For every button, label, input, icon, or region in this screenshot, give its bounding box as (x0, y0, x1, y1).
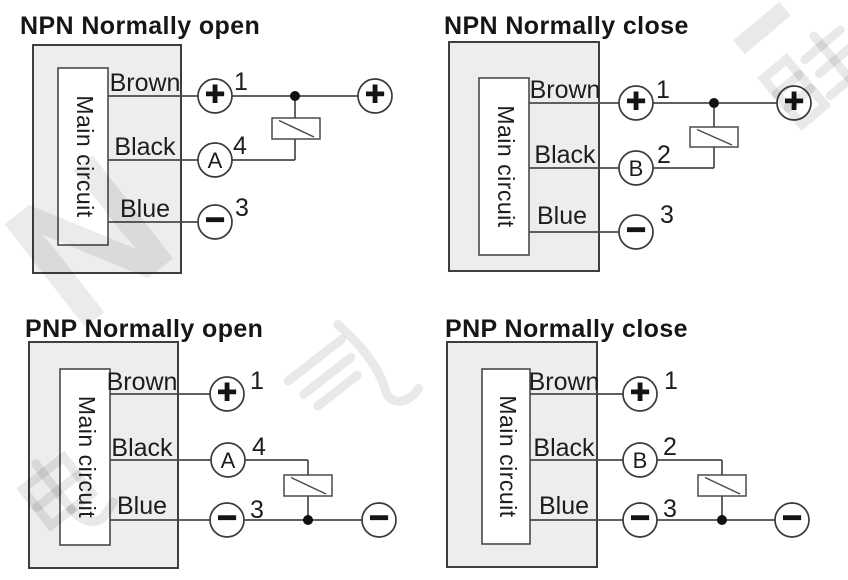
terminal-circle-output (622, 442, 658, 478)
junction-dot (290, 91, 300, 101)
pin-number-2: 2 (663, 433, 677, 461)
terminal-symbol-output: A (221, 448, 236, 473)
terminal-symbol-output: A (208, 148, 223, 173)
pin-number-1: 1 (656, 76, 670, 104)
wire-label-black: Black (111, 434, 173, 462)
main-circuit-label: Main circuit (493, 105, 519, 227)
pin-number-4: 4 (233, 132, 247, 160)
diagram-title: PNP Normally open (25, 315, 263, 343)
terminal-symbol-plus: + (217, 373, 237, 411)
wire-label-blue: Blue (539, 492, 589, 520)
pin-number-1: 1 (234, 68, 248, 96)
diagram-npn-normally-close: NPN Normally close Main circuit Brown Bl… (444, 12, 812, 272)
supply-terminal-symbol: + (784, 82, 804, 120)
terminal-symbol-plus: + (626, 82, 646, 120)
terminal-circle-minus (209, 502, 245, 538)
terminal-symbol-output: B (633, 448, 648, 473)
watermark-stroke-bar (733, 1, 791, 55)
main-circuit-label: Main circuit (74, 396, 100, 518)
main-circuit-box (57, 67, 109, 246)
terminal-circle-output (210, 442, 246, 478)
diagram-title: NPN Normally open (20, 12, 260, 40)
terminal-circle-minus (197, 204, 233, 240)
supply-terminal-symbol: + (365, 75, 385, 113)
wire-label-brown: Brown (530, 76, 601, 104)
pin-number-3: 3 (235, 194, 249, 222)
supply-terminal-circle (774, 502, 810, 538)
pin-number-4: 4 (252, 433, 266, 461)
terminal-circle-plus (209, 376, 245, 412)
terminal-symbol-output: B (629, 156, 644, 181)
wire-label-black: Black (533, 434, 595, 462)
diagram-pnp-normally-close: PNP Normally close Main circuit Brown Bl… (445, 315, 810, 568)
terminal-symbol-minus: − (205, 201, 225, 239)
pin-number-2: 2 (657, 141, 671, 169)
wire-label-brown: Brown (529, 368, 600, 396)
pin-number-1: 1 (250, 367, 264, 395)
wire-label-black: Black (534, 141, 596, 169)
supply-terminal-circle (776, 85, 812, 121)
wire-label-brown: Brown (107, 368, 178, 396)
main-circuit-box (59, 368, 111, 546)
terminal-symbol-plus: + (205, 75, 225, 113)
wire-label-blue: Blue (537, 202, 587, 230)
main-circuit-box (478, 77, 530, 256)
diagram-npn-normally-open: NPN Normally open Main circuit Brown Bla… (20, 12, 393, 274)
terminal-symbol-plus: + (630, 373, 650, 411)
junction-dot (303, 515, 313, 525)
pin-number-3: 3 (250, 496, 264, 524)
pin-number-3: 3 (660, 201, 674, 229)
terminal-circle-minus (622, 502, 658, 538)
terminal-symbol-minus: − (217, 499, 237, 537)
diagram-pnp-normally-open: PNP Normally open Main circuit Brown Bla… (25, 315, 397, 569)
pin-number-3: 3 (663, 495, 677, 523)
terminal-symbol-minus: − (630, 499, 650, 537)
supply-terminal-circle (357, 78, 393, 114)
load-relay-diagonal (290, 476, 327, 495)
junction-dot (717, 515, 727, 525)
terminal-circle-plus (618, 85, 654, 121)
supply-terminal-symbol: − (782, 499, 802, 537)
terminal-circle-plus (622, 376, 658, 412)
diagram-title: NPN Normally close (444, 12, 689, 40)
junction-dot (709, 98, 719, 108)
main-circuit-label: Main circuit (495, 395, 521, 517)
wire-label-black: Black (114, 133, 176, 161)
terminal-symbol-minus: − (626, 211, 646, 249)
diagram-title: PNP Normally close (445, 315, 688, 343)
pin-number-1: 1 (664, 367, 678, 395)
main-circuit-box (481, 368, 531, 545)
load-relay-diagonal (704, 476, 741, 495)
watermark-cjk-glyph-2 (283, 319, 423, 411)
wire-label-blue: Blue (120, 195, 170, 223)
load-relay-diagonal (278, 119, 315, 138)
terminal-circle-output (618, 150, 654, 186)
wire-label-blue: Blue (117, 492, 167, 520)
wire-label-brown: Brown (110, 69, 181, 97)
terminal-circle-plus (197, 78, 233, 114)
supply-terminal-symbol: − (369, 499, 389, 537)
terminal-circle-minus (618, 214, 654, 250)
supply-terminal-circle (361, 502, 397, 538)
terminal-circle-output (197, 142, 233, 178)
main-circuit-label: Main circuit (72, 95, 98, 217)
load-relay-diagonal (696, 128, 733, 146)
